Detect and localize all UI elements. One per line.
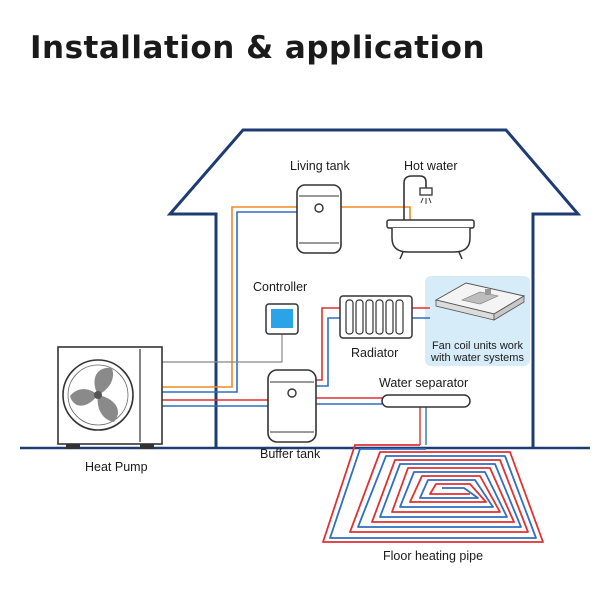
hot-water-label: Hot water [404, 159, 458, 173]
pipes-to-buffer-tank [160, 399, 268, 407]
living-tank-label: Living tank [290, 159, 350, 173]
controller-label: Controller [253, 280, 308, 294]
floor-heating-pipe [322, 444, 544, 543]
house-outline [166, 128, 582, 448]
radiator-label: Radiator [351, 346, 399, 360]
controller-device [265, 303, 299, 335]
pipes-to-living-tank [160, 206, 411, 393]
pipes-buffer-to-radiator [316, 307, 430, 405]
heat-pump-unit [57, 346, 163, 449]
controller-wire [160, 333, 283, 363]
hot-water-bathtub [386, 175, 475, 260]
water-separator-label: Water separator [379, 376, 469, 390]
fan-coil-unit [434, 282, 526, 321]
floor-heating-pipe-label: Floor heating pipe [383, 549, 484, 563]
living-tank [296, 184, 342, 254]
radiator [339, 295, 413, 339]
heat-pump-label: Heat Pump [85, 460, 148, 474]
fan-coil-caption: Fan coil units work with water systems [425, 340, 530, 364]
fan-coil-line-2: with water systems [431, 352, 524, 364]
buffer-tank [267, 369, 317, 443]
buffer-tank-label: Buffer tank [260, 447, 321, 461]
pipes-to-floor [419, 407, 427, 445]
fan-coil-line-1: Fan coil units work [431, 340, 524, 352]
page-title: Installation & application [30, 30, 486, 66]
water-separator [381, 394, 471, 408]
